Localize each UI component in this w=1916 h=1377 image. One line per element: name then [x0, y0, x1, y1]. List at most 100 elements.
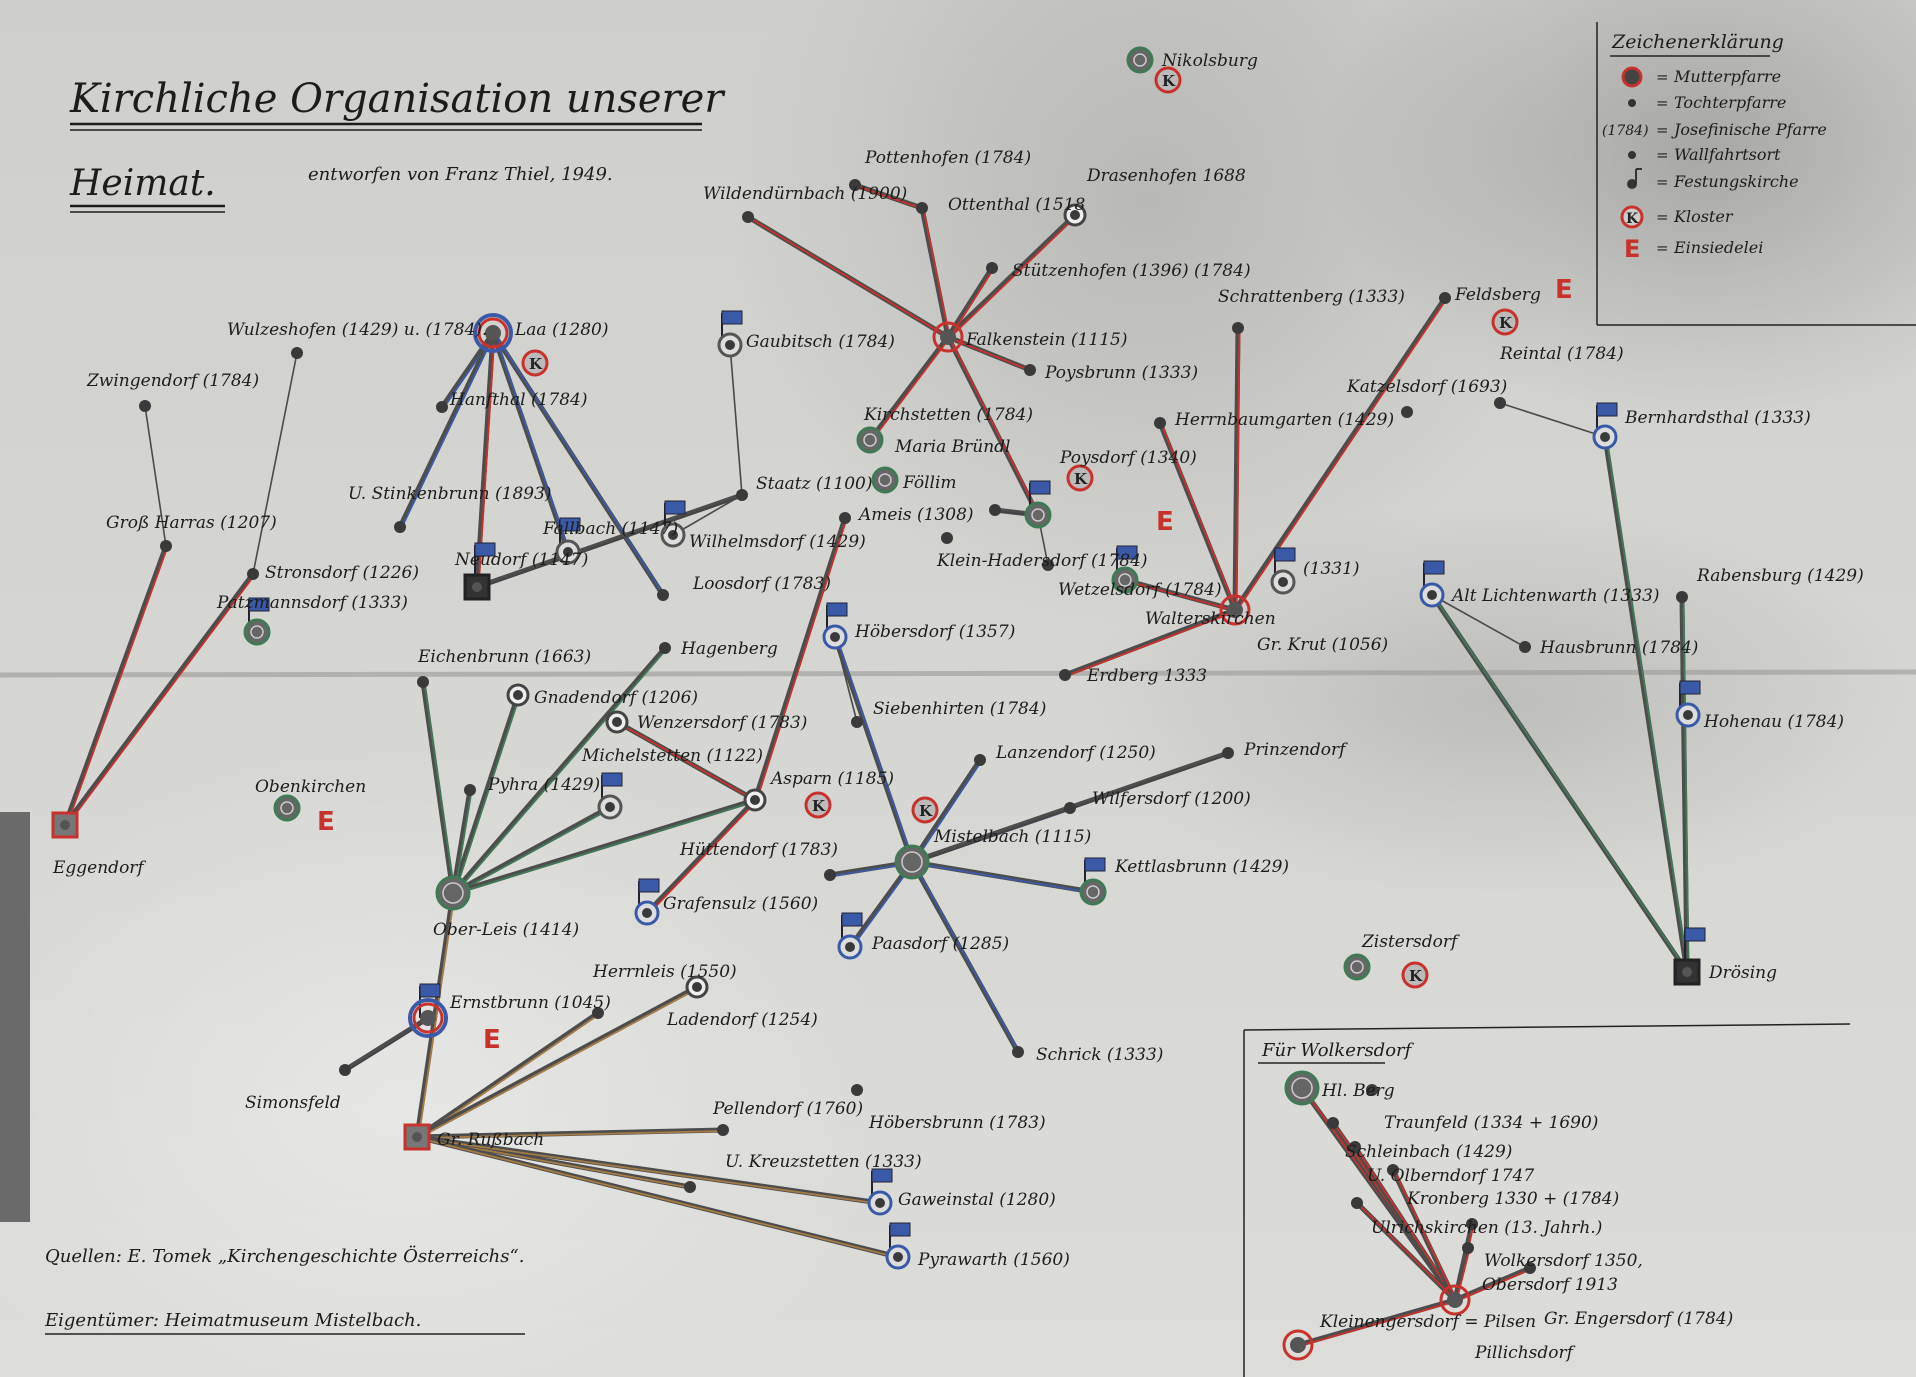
- wenzersdorf-dot: [612, 717, 622, 727]
- stronsdorf-dot: [247, 568, 259, 580]
- monastery-icon: K: [1154, 66, 1182, 94]
- place-label: Stützenhofen (1396) (1784): [1012, 261, 1251, 281]
- edge-grkrut-erdberg-color: [1066, 610, 1237, 677]
- edge-grkrut-schrattenberg: [1232, 325, 1241, 613]
- monastery-icon-ring: [1401, 961, 1429, 989]
- laa-dot: [485, 325, 501, 341]
- place-label: Hohenau (1784): [1703, 712, 1844, 732]
- monastery-icon-letter: K: [919, 802, 933, 820]
- title-line2: Heimat.: [69, 163, 216, 204]
- place-label: Wenzersdorf (1783): [637, 713, 807, 733]
- legend-label: Mutterpfarre: [1673, 67, 1781, 86]
- place-label: Laa (1280): [514, 320, 609, 340]
- poysdorf-flag-icon: [1029, 480, 1051, 495]
- place-label: Schleinbach (1429): [1345, 1142, 1512, 1162]
- wildendurnbach-dot: [742, 211, 754, 223]
- place-staatz: [736, 489, 748, 501]
- place-laa: [473, 313, 513, 353]
- nikolsburg-pilgrimage-inner: [1133, 53, 1147, 67]
- monastery-icon-letter: K: [1499, 314, 1513, 332]
- place-hlberg: [1284, 1070, 1320, 1106]
- place-label: Gr. Rußbach: [437, 1130, 544, 1150]
- walterskirchen-flag-icon: [1116, 545, 1138, 560]
- pellendorf-dot: [717, 1124, 729, 1136]
- place-zistersdorf: [1343, 953, 1371, 981]
- place-zwingendorf: [139, 400, 151, 412]
- neudorf-dot: [472, 582, 482, 592]
- place-wenzersdorf: [605, 710, 629, 734]
- place-label: Traunfeld (1334 + 1690): [1384, 1113, 1598, 1133]
- place-eichenbrunn: [417, 676, 429, 688]
- place-label: Obenkirchen: [255, 777, 366, 797]
- place-wilhelmsdorf: [660, 500, 686, 548]
- fallbach-dot: [563, 547, 573, 557]
- place-schrick: [1012, 1046, 1024, 1058]
- mother-parish-icon: [1621, 66, 1643, 88]
- place-label: Wulzeshofen (1429) u. (1784).: [227, 320, 487, 340]
- edge-mistelbach-schrick-color: [912, 862, 1021, 1054]
- place-label: Gaubitsch (1784): [746, 332, 895, 352]
- hohenau-dot: [1683, 710, 1693, 720]
- monastery-icon: K: [1066, 464, 1094, 492]
- ernstbrunn-blue-ring: [408, 998, 448, 1038]
- place-label: Eichenbrunn (1663): [417, 647, 591, 667]
- edge-staatz-wilhelmsdorf: [672, 494, 743, 536]
- edge-grrussbach-pellendorf-color: [418, 1130, 725, 1139]
- place-stutzenhofen: [986, 262, 998, 274]
- pillichsdorf-mother-parish-icon: [1439, 1284, 1471, 1316]
- legend-item: =Festungskirche: [1627, 168, 1799, 191]
- pyhra-dot: [464, 784, 476, 796]
- hobersdorf-flag-icon: [826, 602, 848, 617]
- edge-oberleis-michelstetten-color: [454, 807, 612, 895]
- place-fallbach: [555, 517, 581, 565]
- edge-oberleis-eichenbrunn: [420, 679, 456, 896]
- edge-grrussbach-ladendorf: [414, 984, 700, 1140]
- feldsberg-dot: [1439, 292, 1451, 304]
- pillichsdorf-dot: [1447, 1292, 1463, 1308]
- edge-mistelbach-paasdorf: [847, 859, 915, 950]
- oberleis-pilgrimage-inner: [442, 882, 464, 904]
- hohenau-flag-icon: [1679, 680, 1701, 695]
- place-label: Eggendorf: [52, 858, 146, 878]
- place-drosing: [1673, 927, 1706, 986]
- place-poysbrunn: [1024, 364, 1036, 376]
- monastery-icon: K: [1401, 961, 1429, 989]
- gaubitsch-flag-icon: [721, 310, 743, 325]
- edge-pillichsdorf-ulrichskirchen-color: [1357, 1203, 1458, 1302]
- ginzersdorf-dot: [1278, 577, 1288, 587]
- place-label: Ameis (1308): [857, 505, 974, 525]
- edge-falkenstein-poysbrunn-color: [949, 337, 1032, 372]
- poysdorf-pilgrimage-icon: [1024, 501, 1052, 529]
- footer: Quellen: E. Tomek „Kirchengeschichte Öst…: [44, 1244, 525, 1335]
- grkrut-mother-parish-icon: [1219, 594, 1251, 626]
- edge-falkenstein-ottenthal: [919, 205, 951, 340]
- michelstetten-flag-icon: [601, 772, 623, 787]
- asparn-dot: [750, 795, 760, 805]
- edge-laa-fallbach-color: [493, 333, 571, 554]
- monastery-icon-letter: K: [812, 797, 826, 815]
- place-label: Bernhardsthal (1333): [1624, 408, 1811, 428]
- monastery-icon: [1620, 205, 1644, 229]
- ustinkenbrunn-dot: [394, 521, 406, 533]
- edge-ameis-asparn-color: [755, 518, 848, 802]
- eichenbrunn-dot: [417, 676, 429, 688]
- place-simonsfeld: [339, 1064, 351, 1076]
- place-pellendorf: [717, 1124, 729, 1136]
- place-ernstbrunn: [408, 983, 448, 1038]
- place-ulrichskirchen: [1351, 1197, 1363, 1209]
- place-feldsberg: [1439, 292, 1451, 304]
- edge-neudorf-staatz: [474, 492, 745, 590]
- edge-mistelbach-paasdorf-color: [850, 862, 915, 949]
- falkenstein-mother-parish-icon: [932, 321, 964, 353]
- oberkirchen-pilgrimage-inner: [280, 801, 294, 815]
- edge-falkenstein-stutzenhofen-color: [948, 268, 995, 339]
- edge-staatz-gaubitsch: [729, 344, 743, 496]
- herrnleis-dot: [592, 1007, 604, 1019]
- place-gaubitsch: [717, 310, 743, 358]
- michelstetten-dot: [605, 802, 615, 812]
- place-ukreuzstetten: [684, 1181, 696, 1193]
- place-herrnleis: [592, 1007, 604, 1019]
- edge-pillichsdorf-uolberndorf-color: [1355, 1147, 1458, 1302]
- drosing-dot: [1682, 967, 1692, 977]
- place-label: Poysbrunn (1333): [1044, 363, 1198, 383]
